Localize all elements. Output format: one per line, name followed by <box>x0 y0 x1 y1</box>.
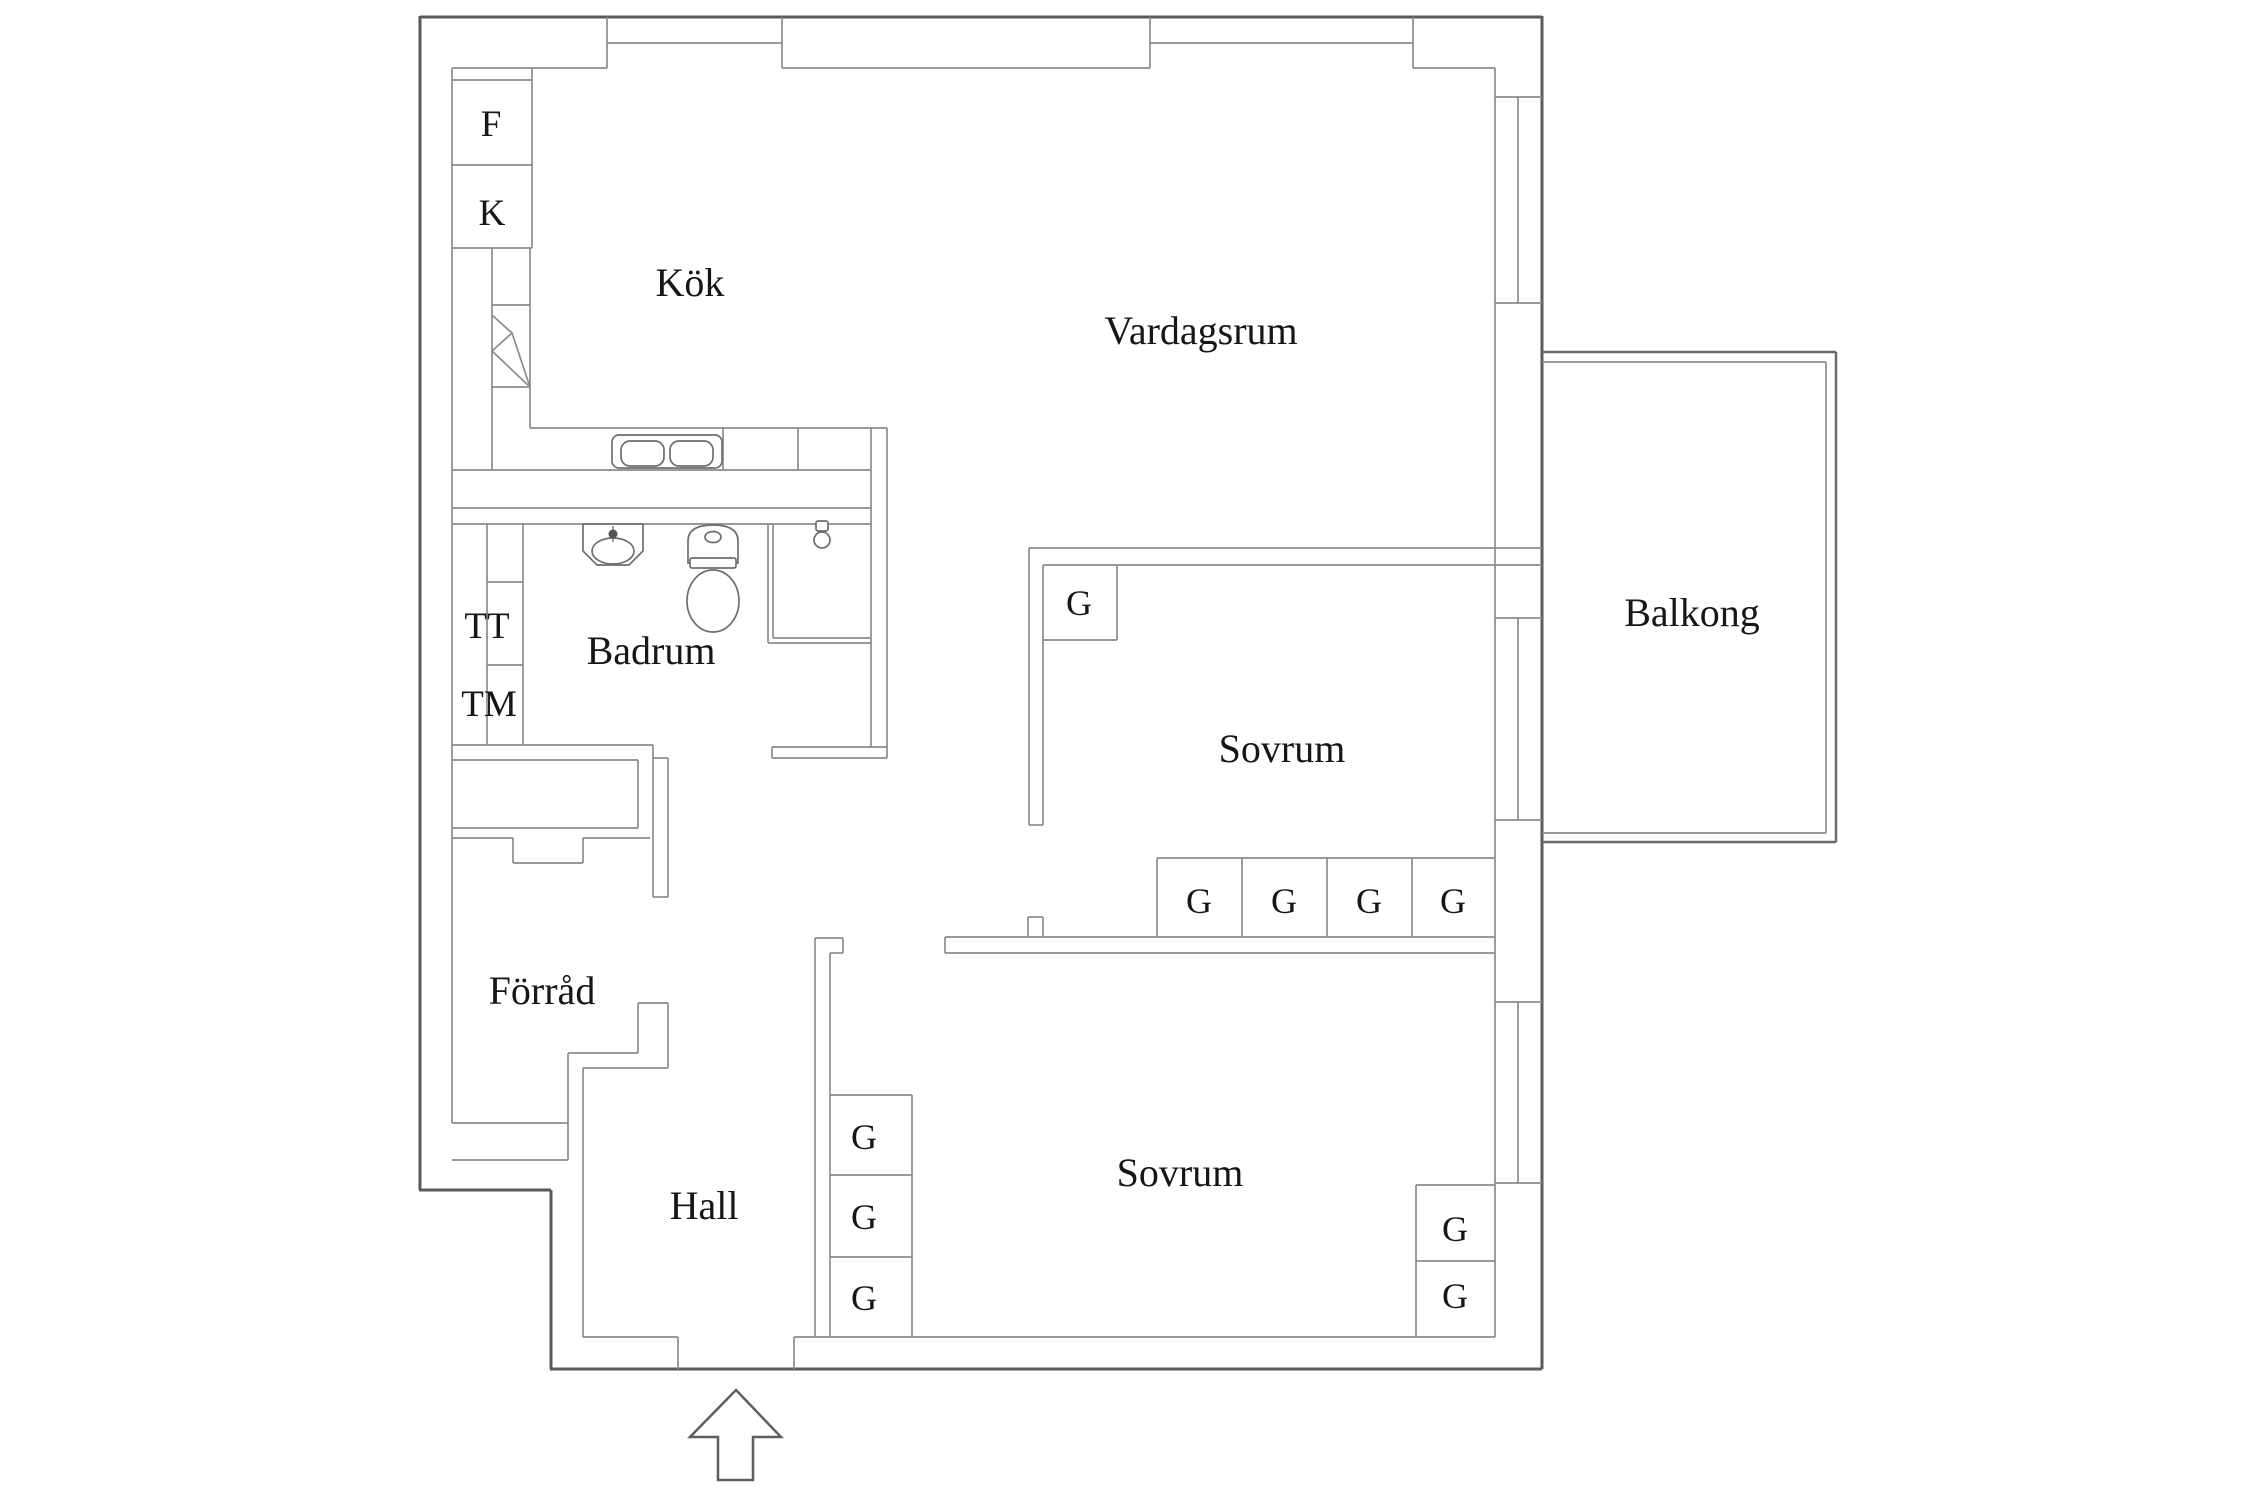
room-label-sovrum-1: Sovrum <box>1219 726 1346 771</box>
fridge-label: F <box>481 104 502 145</box>
room-label-sovrum-2: Sovrum <box>1117 1150 1244 1195</box>
toilet-icon <box>686 524 740 633</box>
room-label-vardagsrum: Vardagsrum <box>1104 308 1297 353</box>
wardrobe-label: G <box>851 1278 877 1318</box>
kitchen-sink-icon <box>611 434 723 469</box>
wardrobe-boxes <box>830 565 1495 1337</box>
wardrobe-label: G <box>1356 881 1382 921</box>
wardrobe-label: G <box>851 1117 877 1157</box>
sink-icon <box>582 523 644 566</box>
room-labels: Kök Vardagsrum Balkong Badrum Sovrum Sov… <box>489 260 1760 1228</box>
wardrobe-label: G <box>851 1197 877 1237</box>
wardrobe-label: G <box>1186 881 1212 921</box>
kitchen-fixtures <box>491 304 723 469</box>
washer-label: TM <box>461 684 517 725</box>
room-label-kok: Kök <box>656 260 725 305</box>
freezer-label: K <box>479 193 506 234</box>
balcony-walls <box>1542 350 1838 844</box>
room-label-balkong: Balkong <box>1624 590 1760 635</box>
windows <box>606 17 1542 1184</box>
wardrobe-label: G <box>1440 881 1466 921</box>
wardrobe-label: G <box>1442 1209 1468 1249</box>
appliance-labels: F K TT TM G G G G G G G G G G <box>461 104 1468 1318</box>
room-label-forrad: Förråd <box>489 968 596 1013</box>
bathroom-fixtures <box>582 520 871 644</box>
room-label-badrum: Badrum <box>587 628 716 673</box>
outer-walls <box>418 15 1544 1371</box>
interior-walls <box>451 67 1542 1369</box>
shower-icon <box>767 520 871 644</box>
room-label-hall: Hall <box>670 1183 739 1228</box>
wardrobe-label: G <box>1271 881 1297 921</box>
wardrobe-label: G <box>1066 583 1092 623</box>
entrance-arrow-icon <box>687 1388 784 1482</box>
dryer-label: TT <box>464 606 509 647</box>
wardrobe-label: G <box>1442 1276 1468 1316</box>
